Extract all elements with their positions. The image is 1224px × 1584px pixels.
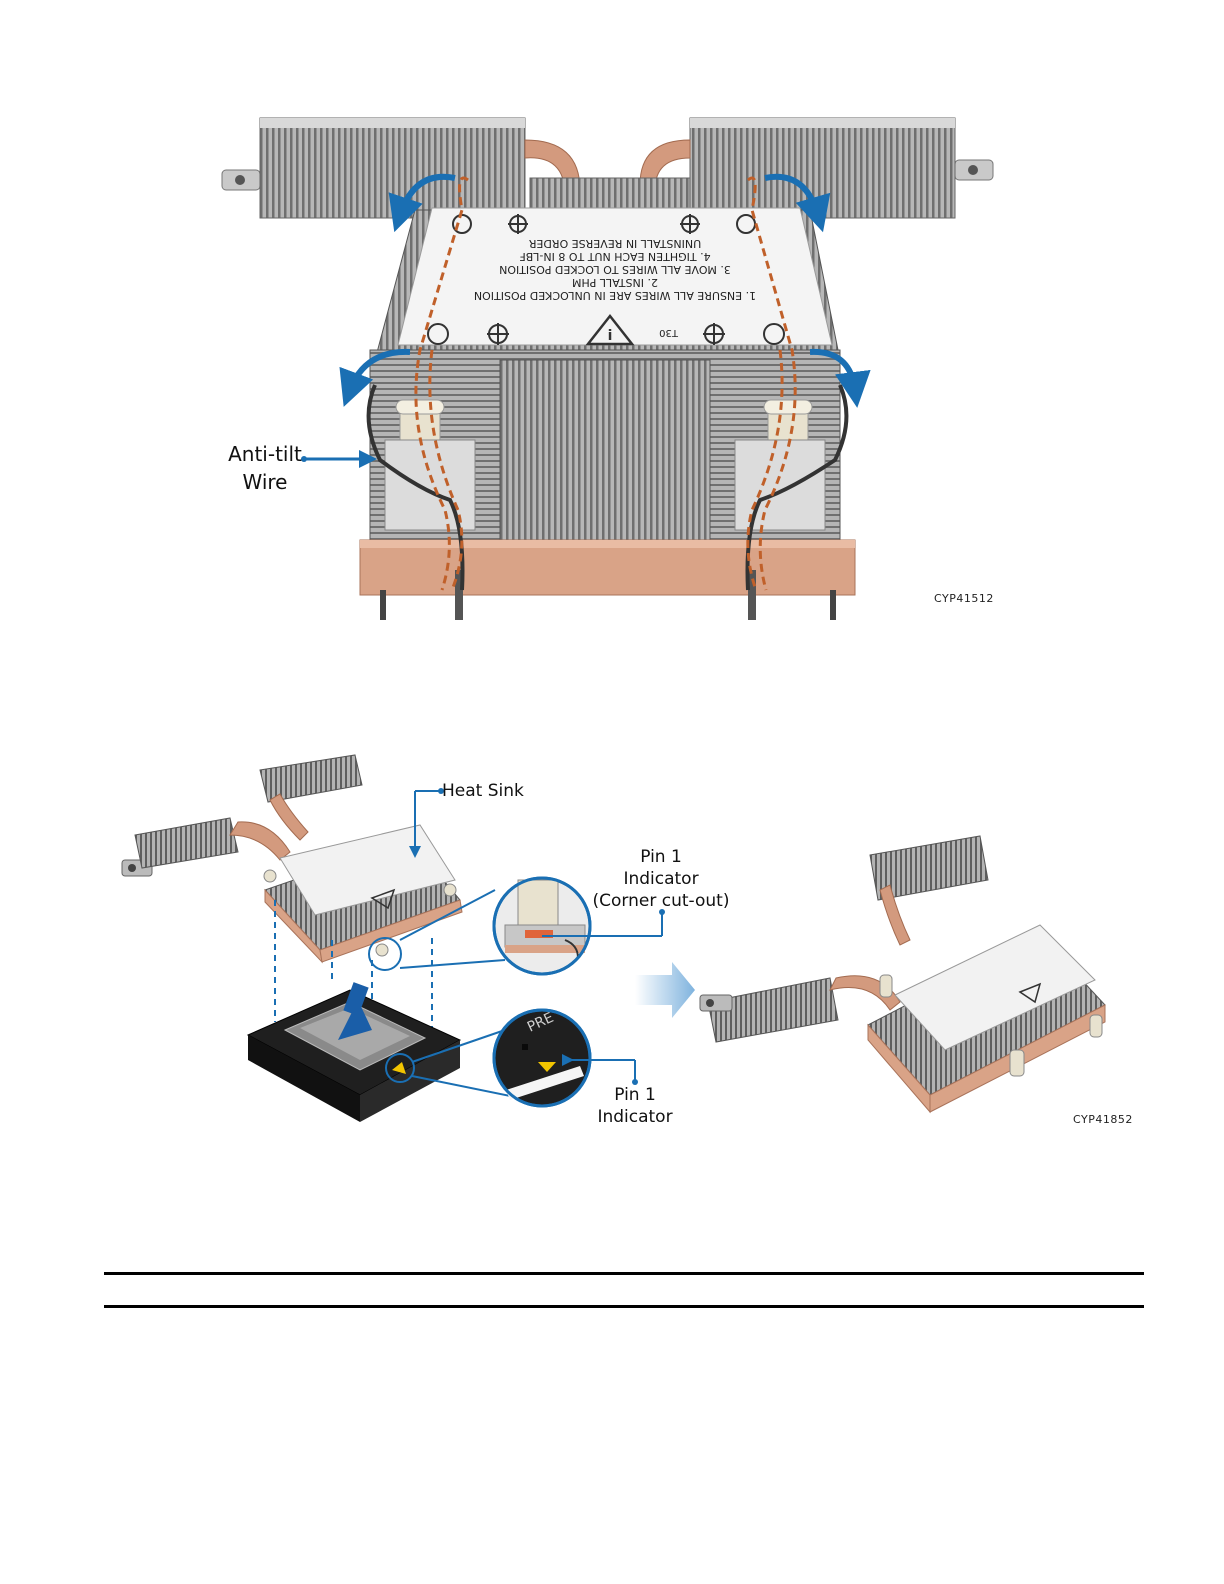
figure-1-code: CYP41512 bbox=[934, 592, 994, 605]
plate-torque-code: T30 bbox=[659, 327, 679, 338]
anti-tilt-wire-label: Anti-tilt Wire bbox=[220, 443, 310, 493]
svg-text:i: i bbox=[608, 328, 613, 344]
plate-text-line3: 3. MOVE ALL WIRES TO LOCKED POSITION bbox=[499, 263, 731, 276]
figure-pin1-alignment: PRE bbox=[110, 740, 1140, 1140]
heat-sink-top-illustration: i 1. ENSURE ALL WIRES ARE IN UNLOCKED PO… bbox=[200, 100, 1020, 620]
heat-sink-installed bbox=[700, 836, 1105, 1112]
top-rule bbox=[104, 1272, 1144, 1275]
pin1-socket-label: Pin 1 Indicator bbox=[590, 1084, 680, 1128]
transition-arrow bbox=[635, 962, 695, 1018]
figure-2-code: CYP41852 bbox=[1073, 1113, 1133, 1126]
cpu-socket bbox=[248, 982, 460, 1122]
figure-anti-tilt-wires: i 1. ENSURE ALL WIRES ARE IN UNLOCKED PO… bbox=[200, 100, 1020, 620]
plate-text-line4: 4. TIGHTEN EACH NUT TO 8 IN-LBF bbox=[519, 250, 710, 263]
pin1-corner-cutout-label: Pin 1 Indicator (Corner cut-out) bbox=[586, 846, 736, 912]
heat-sink-lifted bbox=[122, 755, 462, 970]
heat-sink-label: Heat Sink bbox=[442, 780, 524, 802]
plate-text-line1: 1. ENSURE ALL WIRES ARE IN UNLOCKED POSI… bbox=[474, 289, 756, 302]
plate-text-line5: UNINSTALL IN REVERSE ORDER bbox=[528, 237, 701, 250]
plate-text-line2: 2. INSTALL PHM bbox=[572, 276, 658, 289]
bottom-rule bbox=[104, 1305, 1144, 1308]
socket-alignment-illustration: PRE bbox=[110, 740, 1140, 1140]
